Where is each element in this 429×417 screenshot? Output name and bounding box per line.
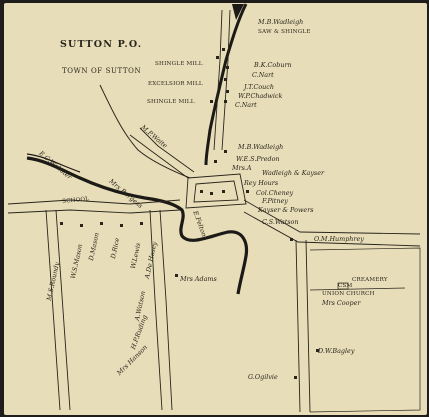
label-cs-watson: C.S.Watson xyxy=(262,218,299,226)
map-title: SUTTON P.O. xyxy=(60,39,143,50)
label-mrs-cooper: Mrs Cooper xyxy=(322,299,361,307)
map-subtitle: TOWN OF SUTTON xyxy=(62,67,142,75)
label-mbwadleigh-top: M.B.Wadleigh xyxy=(258,18,304,26)
label-f-pitney: F.Pitney xyxy=(262,197,288,205)
northwest-stream xyxy=(99,84,191,179)
main-river xyxy=(26,156,249,295)
label-wp-chadwick: W.P.Chadwick xyxy=(238,92,283,100)
label-wadleigh-kayser: Wadleigh & Kayser xyxy=(262,169,325,177)
map-sheet xyxy=(4,3,427,415)
label-bk-coburn: B.K.Coburn xyxy=(254,61,292,69)
label-saw-shingle: SAW & SHINGLE xyxy=(258,29,311,35)
label-shingle-mill-1: SHINGLE MILL xyxy=(155,61,203,67)
label-union-church: UNION CHURCH xyxy=(322,291,375,297)
label-rey-hours: Rey Hours xyxy=(244,179,279,187)
label-c-nart-1: C.Nart xyxy=(252,71,274,79)
label-wes-predon: W.E.S.Predon xyxy=(236,155,280,163)
label-shingle-mill-2: SHINGLE MILL xyxy=(147,99,195,105)
label-csm: CSM xyxy=(338,283,353,289)
label-dw-bagley: D.W.Bagley xyxy=(318,347,355,355)
label-mrs-a: Mrs.A xyxy=(232,164,252,172)
label-mbwadleigh-mid: M.B.Wadleigh xyxy=(238,143,284,151)
label-om-humphrey: O.M.Humphrey xyxy=(314,235,364,243)
label-col-cheney: Col.Cheney xyxy=(256,189,294,197)
label-mrs-adams: Mrs Adams xyxy=(180,275,217,283)
label-excelsior-mill: EXCELSIOR MILL xyxy=(148,81,203,87)
label-c-nart-2: C.Nart xyxy=(235,101,257,109)
label-creamery: CREAMERY xyxy=(352,277,388,283)
label-g-ogilvie: G.Ogilvie xyxy=(248,373,278,381)
label-kayser-powers: Kayser & Powers xyxy=(258,206,314,214)
label-jt-couch: J.T.Couch xyxy=(244,83,274,91)
